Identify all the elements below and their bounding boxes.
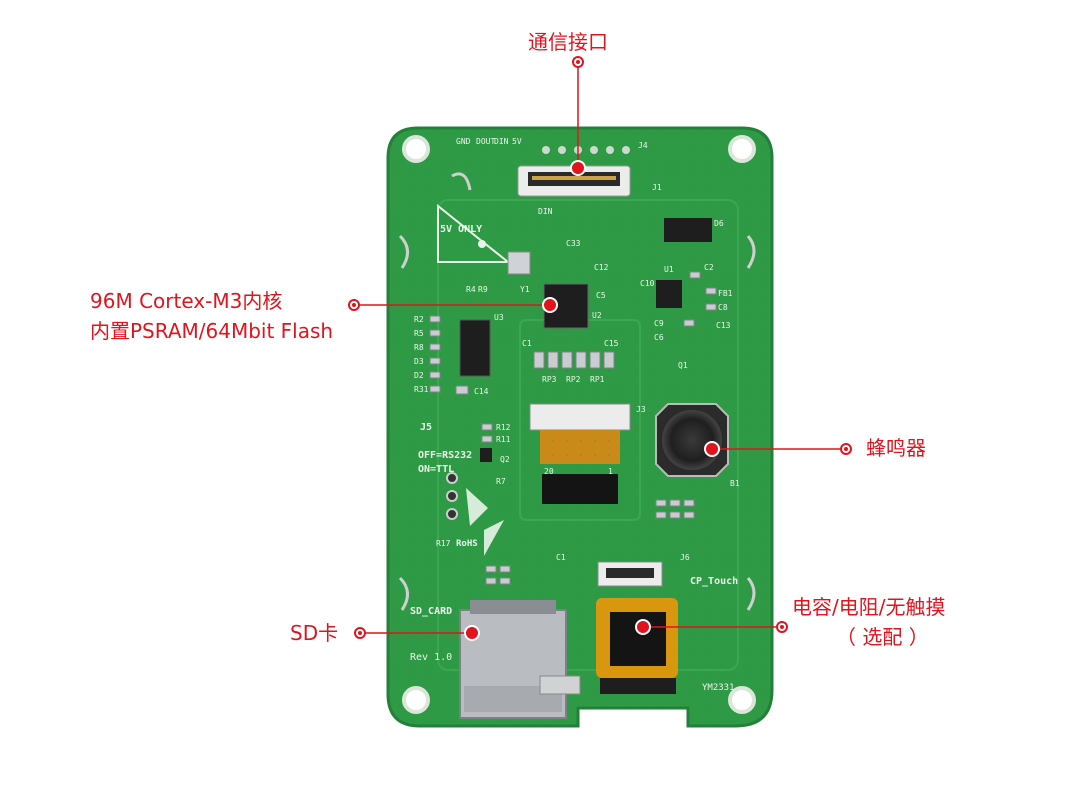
silk-j6: J6 [680,553,690,562]
silk-j1: J1 [652,183,662,192]
warning-triangle [437,203,511,263]
mounting-holes [402,135,756,714]
silk-r7: R7 [496,477,506,486]
callout-comm-interface: 通信接口 [528,30,608,54]
sd-card-slot [459,600,581,719]
silk-c1-bottom: C1 [556,553,566,562]
silk-r12: R12 [496,423,511,432]
callout-sd-card: SD卡 [290,621,339,645]
silk-j3: J3 [636,405,646,414]
j1-connector [517,165,631,197]
callout-leaders [354,60,846,634]
rohs-logo [466,488,504,556]
silk-rev: Rev 1.0 [410,652,452,663]
j4-header [542,146,630,154]
silk-pin-dout: DOUT [476,137,495,146]
silk-u2: U2 [592,311,602,320]
silk-r9: R9 [478,285,488,294]
callout-mcu-line2: 内置PSRAM/64Mbit Flash [90,319,334,343]
passive-components [429,271,717,585]
silk-five-v-only: 5V ONLY [440,224,482,235]
silk-rp1: RP1 [590,375,605,384]
silk-pin-din-2: DIN [538,207,553,216]
silk-c6: C6 [654,333,664,342]
silk-q1: Q1 [678,361,688,370]
silkscreen: J4 J1 D6 C33 Y1 C12 C5 U2 U1 C2 FB1 C8 C… [410,137,740,693]
callout-touch-line1: 电容/电阻/无触摸 [792,595,946,619]
silk-b1: B1 [730,479,740,488]
silk-c10: C10 [640,279,655,288]
j6-touch-connector [596,561,678,694]
silk-c1-top: C1 [522,339,532,348]
silk-c15: C15 [604,339,619,348]
silk-pin-din: DIN [494,137,509,146]
silk-c2: C2 [704,263,714,272]
silk-fb1: FB1 [718,289,733,298]
wire-loops [398,172,756,611]
silk-c12: C12 [594,263,609,272]
silk-r8: R8 [414,343,424,352]
silk-pin-5v: 5V [512,137,522,146]
callout-buzzer: 蜂鸣器 [866,436,926,460]
silk-cp-touch: CP_Touch [690,576,738,587]
silk-on-ttl: ON=TTL [418,464,454,475]
silk-d6: D6 [714,219,724,228]
silk-q2: Q2 [500,455,510,464]
silk-year-code: YM2331 [702,683,735,693]
silk-rp2: RP2 [566,375,581,384]
silk-c5: C5 [596,291,606,300]
silk-pin-1: 1 [608,467,613,476]
silk-c14: C14 [474,387,489,396]
callout-markers [348,56,852,641]
silk-y1: Y1 [520,285,530,294]
callout-touch-line2: （ 选配 ） [836,625,929,649]
silk-j5: J5 [420,422,432,433]
silk-u1: U1 [664,265,674,274]
silk-off-rs232: OFF=RS232 [418,450,472,461]
silk-c8: C8 [718,303,728,312]
j2-header [446,472,458,520]
silk-r11: R11 [496,435,511,444]
silk-pin-gnd: GND [456,137,471,146]
silk-d3: D3 [414,357,424,366]
silk-r2: R2 [414,315,424,324]
silk-r5: R5 [414,329,424,338]
silk-r31: R31 [414,385,429,394]
silk-r17: R17 [436,539,451,548]
j3-lcd-connector [529,403,631,504]
silk-r4: R4 [466,285,476,294]
buzzer [655,403,729,477]
silk-u3: U3 [494,313,504,322]
silk-c13: C13 [716,321,731,330]
silk-j4: J4 [638,141,648,150]
silk-rohs: RoHS [456,539,478,549]
silk-c9: C9 [654,319,664,328]
silk-c33: C33 [566,239,581,248]
silk-d2: D2 [414,371,424,380]
silk-rp3: RP3 [542,375,557,384]
callout-mcu-line1: 96M Cortex-M3内核 [90,289,283,313]
silk-sd-card: SD_CARD [410,606,452,617]
silk-pin-20: 20 [544,467,554,476]
